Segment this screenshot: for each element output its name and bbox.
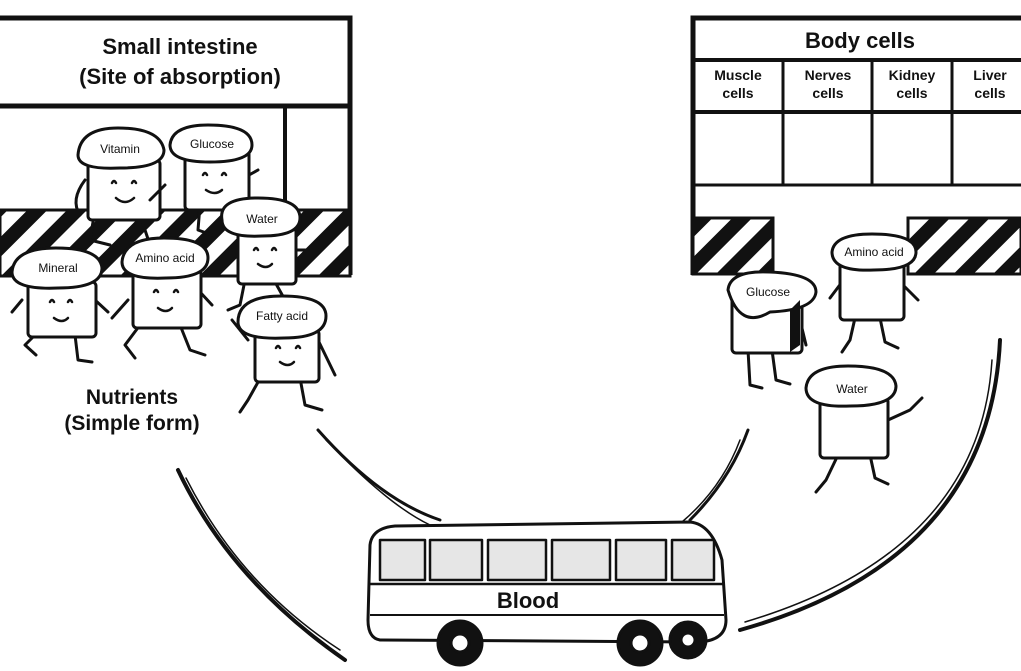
amino-acid-label-left: Amino acid	[135, 251, 194, 265]
water-character-left: Water	[216, 196, 320, 312]
mineral-character: Mineral	[10, 246, 110, 364]
nerves-cells-label-1: Nerves	[805, 67, 852, 83]
bus-label: Blood	[497, 588, 559, 613]
amino-acid-character-left: Amino acid	[110, 236, 214, 360]
muscle-cells-label-2: cells	[722, 85, 753, 101]
vitamin-character: Vitamin	[74, 126, 167, 247]
liver-cells-label-2: cells	[974, 85, 1005, 101]
water-label-right: Water	[836, 382, 868, 396]
bus-wheels	[436, 619, 708, 667]
cells-hazard-right	[908, 218, 1021, 274]
amino-acid-character-right: Amino acid	[828, 232, 920, 354]
mineral-label: Mineral	[38, 261, 77, 275]
nerves-cells-label-2: cells	[812, 85, 843, 101]
fatty-acid-label: Fatty acid	[256, 309, 308, 323]
nutrients-caption-line2: (Simple form)	[64, 412, 199, 435]
muscle-cells-label-1: Muscle	[714, 67, 762, 83]
fatty-acid-character: Fatty acid	[230, 294, 337, 414]
transport-path	[176, 338, 1002, 662]
intestine-title: Small intestine	[102, 34, 257, 59]
liver-cells-label-1: Liver	[973, 67, 1007, 83]
glucose-character-left: Glucose	[148, 123, 260, 237]
water-character-right: Water	[804, 364, 924, 494]
body-cells-title: Body cells	[805, 28, 915, 53]
bus-windows	[378, 538, 716, 582]
glucose-label-right: Glucose	[746, 285, 790, 299]
water-label-left: Water	[246, 212, 278, 226]
kidney-cells-label-1: Kidney	[889, 67, 936, 83]
right-nutrients: Glucose Amino acid Water	[726, 232, 924, 494]
nutrients-caption-line1: Nutrients	[86, 386, 178, 409]
intestine-subtitle: (Site of absorption)	[79, 64, 281, 89]
amino-acid-label-right: Amino acid	[844, 245, 903, 259]
left-nutrients: Vitamin Glucose Water	[10, 123, 337, 414]
kidney-cells-label-2: cells	[896, 85, 927, 101]
body-cells-panel: Body cells Muscle cells Nerves cells Kid…	[690, 15, 1021, 276]
cells-hazard-left	[693, 218, 773, 274]
glucose-label-left: Glucose	[190, 137, 234, 151]
glucose-character-right: Glucose	[726, 270, 818, 390]
blood-bus: Blood	[366, 520, 728, 667]
vitamin-label: Vitamin	[100, 142, 140, 156]
